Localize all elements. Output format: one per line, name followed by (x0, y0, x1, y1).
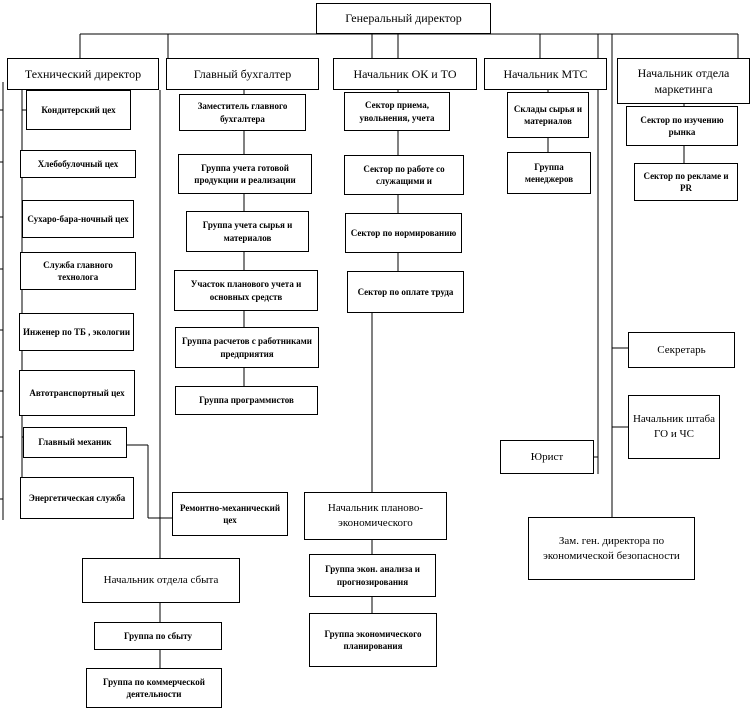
chief-accountant-box: Главный бухгалтер (166, 58, 319, 90)
mts-unit: Группа менеджеров (507, 152, 591, 194)
accountant-unit: Группа учета готовой продукции и реализа… (178, 154, 312, 194)
accountant-unit: Заместитель главного бухгалтера (179, 94, 306, 131)
planning-unit: Группа экон. анализа и прогнозирования (309, 554, 436, 597)
tech-unit: Инженер по ТБ , экологии (19, 313, 134, 351)
tech-unit: Хлебобулочный цех (20, 150, 136, 178)
general-director-box: Генеральный директор (316, 3, 491, 34)
sales-unit: Группа по сбыту (94, 622, 222, 650)
mts-head-box: Начальник МТС (484, 58, 607, 90)
hr-unit: Сектор по оплате труда (347, 271, 464, 313)
marketing-head-box: Начальник отдела маркетинга (617, 58, 750, 104)
accountant-unit: Группа программистов (175, 386, 318, 415)
hr-unit: Сектор по нормированию (345, 213, 462, 253)
secretary-box: Секретарь (628, 332, 735, 368)
tech-unit: Главный механик (23, 427, 127, 458)
marketing-unit: Сектор по изучению рынка (626, 106, 738, 146)
security-deputy-box: Зам. ген. директора по экономической без… (528, 517, 695, 580)
tech-unit: Энергетическая служба (20, 477, 134, 519)
repair-shop-box: Ремонтно-механический цех (172, 492, 288, 536)
hr-unit: Сектор по работе со служащими и (344, 155, 464, 195)
tech-unit: Служба главного технолога (20, 252, 136, 290)
tech-unit: Автотранспортный цех (19, 370, 135, 416)
hr-unit: Сектор приема, увольнения, учета (344, 92, 450, 131)
accountant-unit: Группа учета сырья и материалов (186, 211, 309, 252)
tech-unit: Кондитерский цех (26, 90, 131, 130)
hr-head-box: Начальник ОК и ТО (333, 58, 477, 90)
sales-unit: Группа по коммерческой деятельности (86, 668, 222, 708)
technical-director-box: Технический директор (7, 58, 159, 90)
planning-head-box: Начальник планово-экономического (304, 492, 447, 540)
sales-head-box: Начальник отдела сбыта (82, 558, 240, 603)
lawyer-box: Юрист (500, 440, 594, 474)
civil-defense-head-box: Начальник штаба ГО и ЧС (628, 395, 720, 459)
tech-unit: Сухаро-бара-ночный цех (22, 200, 134, 238)
marketing-unit: Сектор по рекламе и PR (634, 163, 738, 201)
accountant-unit: Группа расчетов с работниками предприяти… (175, 327, 319, 368)
mts-unit: Склады сырья и материалов (507, 92, 589, 138)
planning-unit: Группа экономического планирования (309, 613, 437, 667)
accountant-unit: Участок планового учета и основных средс… (174, 270, 318, 311)
